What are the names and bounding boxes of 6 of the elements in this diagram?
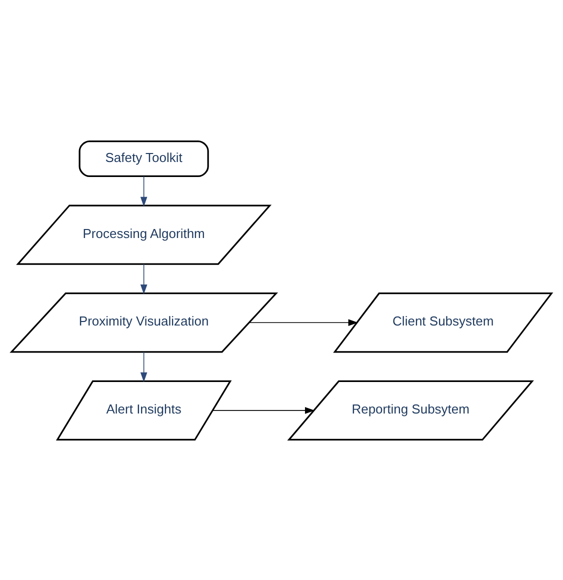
node-box: Safety Toolkit: [78, 140, 209, 177]
arrow: [248, 318, 358, 326]
arrow: [140, 263, 148, 294]
arrow: [212, 406, 315, 414]
arrow: [140, 351, 148, 382]
arrow: [140, 176, 148, 206]
